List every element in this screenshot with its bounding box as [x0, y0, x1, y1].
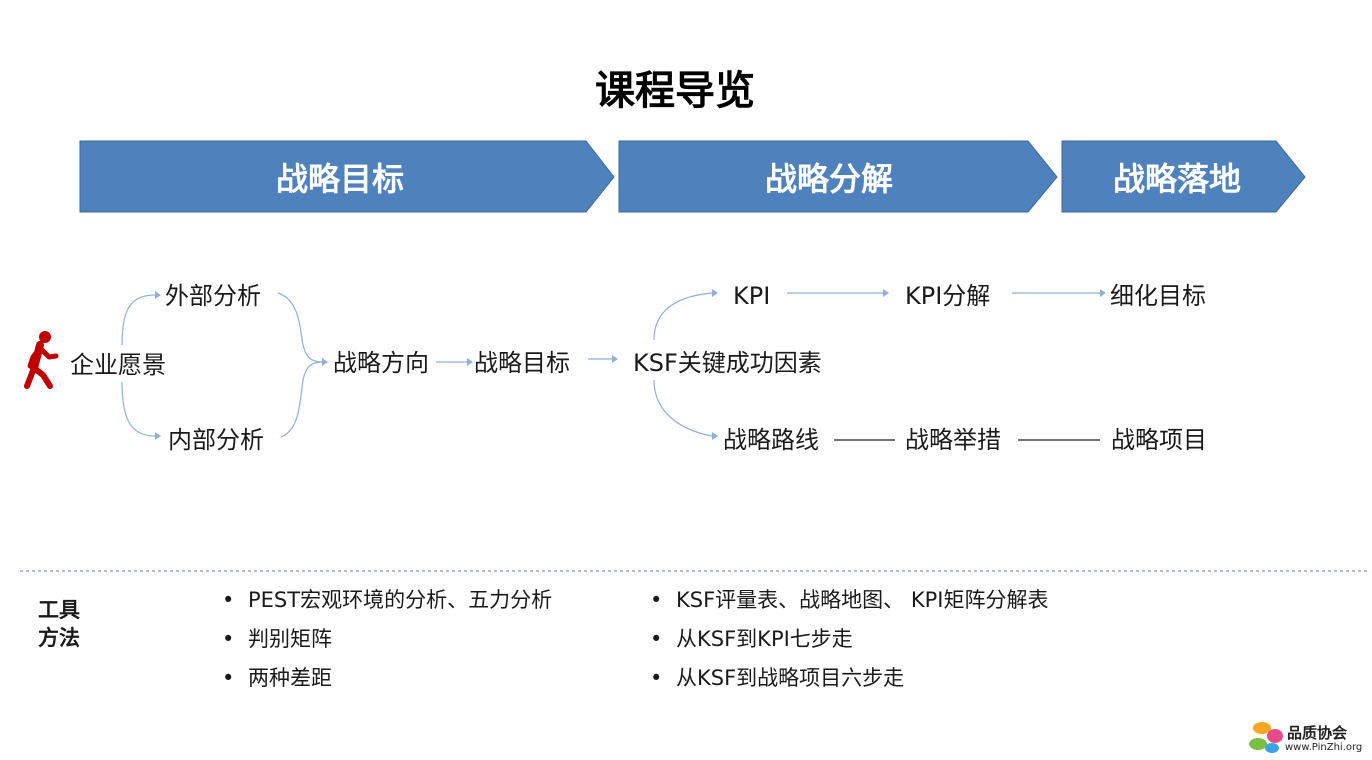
connector-internal-direction [280, 361, 323, 438]
node-strategy-project: 战略项目 [1111, 426, 1207, 454]
tool-item-text: 判别矩阵 [248, 627, 332, 651]
runner-icon [24, 331, 59, 389]
tool-item-right-3: • 从KSF到战略项目六步走 [650, 664, 904, 692]
tools-label-line1: 工具 [38, 598, 80, 622]
banner-chevrons [79, 140, 1306, 213]
tool-item-text: PEST宏观环境的分析、五力分析 [248, 588, 553, 612]
page-title: 课程导览 [595, 68, 755, 114]
tool-item-text: 两种差距 [248, 666, 332, 690]
node-ksf: KSF关键成功因素 [633, 349, 822, 377]
banner-label-implement: 战略落地 [1112, 160, 1241, 198]
arrowheads [155, 289, 1106, 440]
node-detail-goal: 细化目标 [1110, 282, 1206, 310]
node-external-analysis: 外部分析 [165, 282, 261, 310]
banner-chevron-goal [79, 140, 615, 213]
banner-chevron-implement [1061, 140, 1306, 213]
connector-ksf-kpi [653, 292, 713, 341]
flow-connectors [121, 292, 1100, 438]
bullet-icon: • [222, 588, 235, 612]
logo-url: www.PinZhi.org [1285, 742, 1363, 753]
bullet-icon: • [222, 627, 235, 651]
tools-label: 工具 方法 [38, 596, 80, 652]
tool-item-text: 从KSF到战略项目六步走 [676, 666, 905, 690]
node-strategy-direction: 战略方向 [333, 349, 429, 377]
connector-ksf-route [653, 379, 713, 437]
node-strategy-route: 战略路线 [723, 426, 819, 454]
bullet-icon: • [650, 666, 663, 690]
tool-item-left-3: • 两种差距 [222, 664, 332, 692]
tool-item-text: 从KSF到KPI七步走 [676, 627, 853, 651]
banner-label-goal: 战略目标 [275, 160, 404, 198]
tool-item-text: KSF评量表、战略地图、 KPI矩阵分解表 [676, 588, 1049, 612]
tool-item-right-1: • KSF评量表、战略地图、 KPI矩阵分解表 [650, 586, 1048, 614]
banner-chevron-decompose [618, 140, 1058, 213]
node-internal-analysis: 内部分析 [168, 426, 264, 454]
node-vision: 企业愿景 [70, 351, 166, 379]
connector-vision-internal [121, 381, 156, 437]
tools-label-line2: 方法 [38, 626, 80, 650]
logo-icon [1249, 722, 1283, 753]
tool-item-right-2: • 从KSF到KPI七步走 [650, 625, 853, 653]
tool-item-left-1: • PEST宏观环境的分析、五力分析 [222, 586, 552, 614]
banner-label-decompose: 战略分解 [764, 160, 893, 198]
bullet-icon: • [222, 666, 235, 690]
bullet-icon: • [650, 627, 663, 651]
bullet-icon: • [650, 588, 663, 612]
node-kpi: KPI [733, 282, 771, 310]
connector-external-direction [277, 292, 323, 363]
node-strategy-goal: 战略目标 [474, 349, 570, 377]
node-kpi-decompose: KPI分解 [905, 282, 991, 310]
node-strategy-measure: 战略举措 [905, 426, 1001, 454]
tool-item-left-2: • 判别矩阵 [222, 625, 332, 653]
logo-name: 品质协会 [1287, 724, 1348, 742]
connector-vision-external [121, 294, 156, 346]
